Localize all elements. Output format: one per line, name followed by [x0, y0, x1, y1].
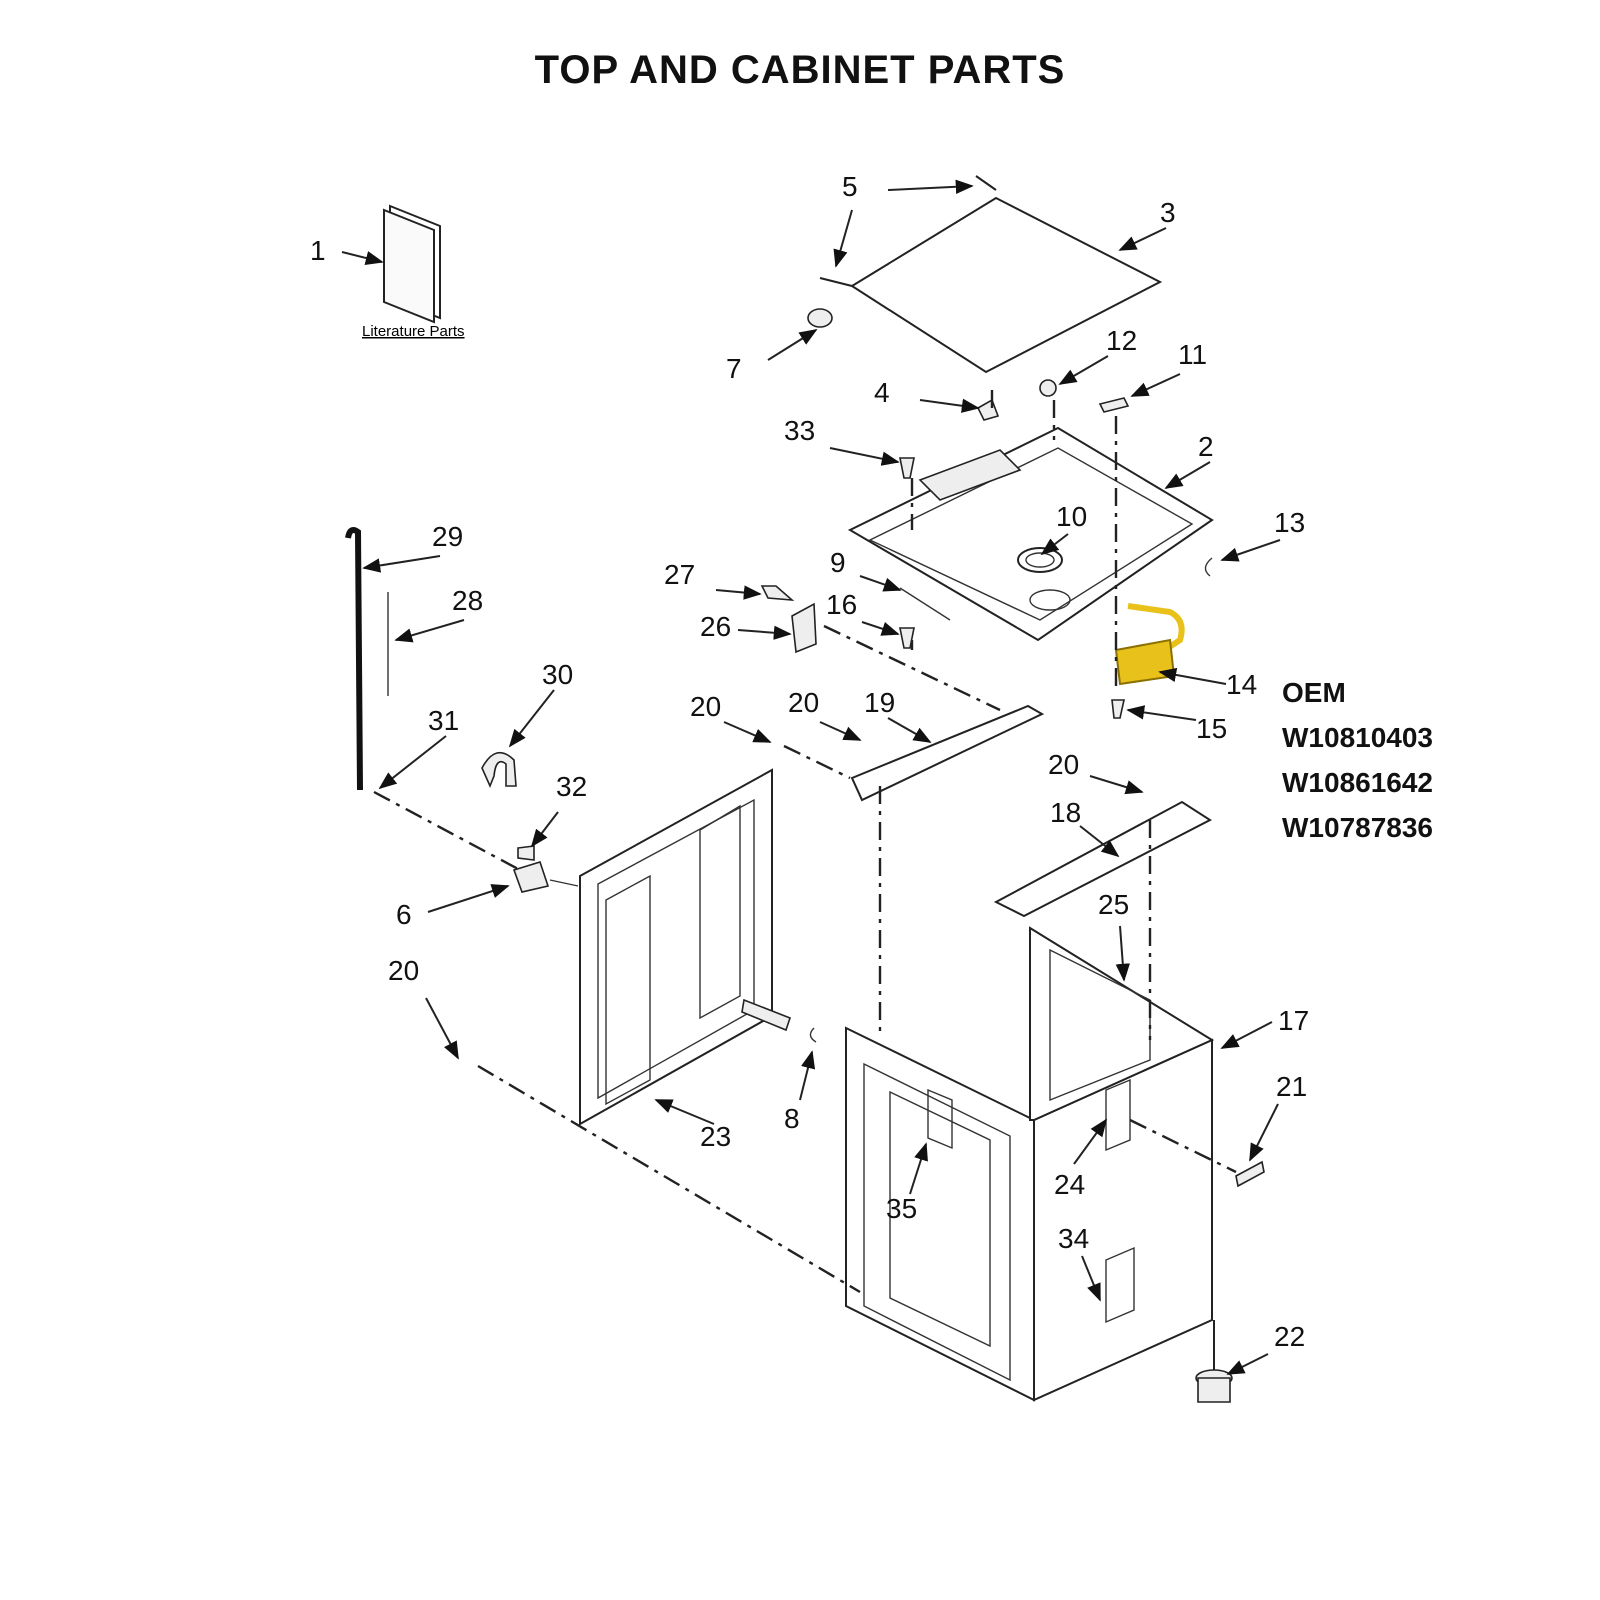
nut-part: [1039, 379, 1057, 397]
callout-22: 22: [1274, 1321, 1305, 1352]
callout-34: 34: [1058, 1223, 1089, 1254]
screw-part: [899, 457, 915, 479]
callout-14: 14: [1226, 669, 1257, 700]
callout-20c: 20: [1048, 749, 1079, 780]
bracket-part: [791, 602, 817, 654]
top-panel: [847, 426, 1214, 642]
callout-10: 10: [1056, 501, 1087, 532]
callout-27: 27: [664, 559, 695, 590]
clip-part: [1098, 397, 1130, 413]
callout-29: 29: [432, 521, 463, 552]
callout-13: 13: [1274, 507, 1305, 538]
hinge-part: [899, 587, 951, 621]
callout-16: 16: [826, 589, 857, 620]
callout-20d: 20: [388, 955, 419, 986]
assembly-lines: [373, 390, 1237, 1294]
screw-part: [899, 627, 915, 649]
drain-hose: [345, 527, 363, 791]
oem-part-number: W10787836: [1282, 812, 1434, 843]
hose-clamp-small: [809, 1027, 817, 1043]
callout-7: 7: [726, 353, 742, 384]
inlet-valve: [512, 861, 550, 893]
callout-23: 23: [700, 1121, 731, 1152]
callout-26: 26: [700, 611, 731, 642]
callout-1: 1: [310, 235, 326, 266]
diagram-title: TOP AND CABINET PARTS: [534, 48, 1066, 92]
oem-part-number: W10810403: [1282, 722, 1434, 753]
callout-28: 28: [452, 585, 483, 616]
leveling-leg: [1195, 1320, 1233, 1403]
callout-25: 25: [1098, 889, 1129, 920]
logo-badge: [1235, 1160, 1265, 1188]
screw-part: [760, 585, 795, 601]
oem-part-list: OEM W10810403 W10861642 W10787836: [1282, 670, 1433, 850]
literature-parts-label: Literature Parts: [362, 323, 465, 340]
callout-31: 31: [428, 705, 459, 736]
rear-panel: [579, 768, 773, 1126]
callout-17: 17: [1278, 1005, 1309, 1036]
callout-18: 18: [1050, 797, 1081, 828]
lid-lock-highlighted: [1114, 603, 1185, 686]
callout-6: 6: [396, 899, 412, 930]
cabinet: [845, 926, 1215, 1402]
callout-30: 30: [542, 659, 573, 690]
screw-part: [1111, 699, 1125, 719]
callout-9: 9: [830, 547, 846, 578]
rear-brace: [993, 800, 1212, 918]
callout-21: 21: [1276, 1071, 1307, 1102]
front-brace: [850, 704, 1045, 802]
callout-33: 33: [784, 415, 815, 446]
literature-booklet: Literature Parts: [362, 204, 465, 340]
callout-19: 19: [864, 687, 895, 718]
callout-2: 2: [1198, 431, 1214, 462]
callout-11: 11: [1178, 339, 1207, 370]
callout-20b: 20: [788, 687, 819, 718]
clip-part: [1204, 557, 1213, 577]
leader-lines: [341, 179, 1281, 1375]
inlet-hose: [549, 879, 579, 887]
drain-hose-fitting: [741, 998, 791, 1032]
callout-32: 32: [556, 771, 587, 802]
callout-numbers: 1 2 3 4 5 6 7 8 9 10 11 12 13 14 15 16 1…: [310, 171, 1309, 1352]
callout-20a: 20: [690, 691, 721, 722]
callout-8: 8: [784, 1103, 800, 1134]
screw-part: [517, 845, 535, 861]
oem-part-number: W10861642: [1282, 767, 1434, 798]
hose-clamp: [481, 751, 517, 789]
callout-12: 12: [1106, 325, 1137, 356]
callout-3: 3: [1160, 197, 1176, 228]
callout-15: 15: [1196, 713, 1227, 744]
callout-4: 4: [874, 377, 890, 408]
callout-24: 24: [1054, 1169, 1085, 1200]
lid: [807, 175, 1163, 374]
callout-35: 35: [886, 1193, 917, 1224]
callout-5: 5: [842, 171, 858, 202]
bumper-part: [976, 398, 1000, 421]
oem-heading: OEM: [1282, 677, 1346, 708]
